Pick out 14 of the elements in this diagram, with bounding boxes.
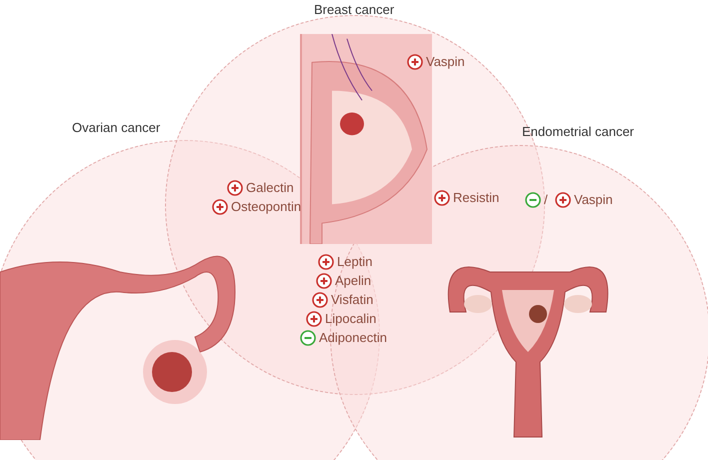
adipokine-label: Visfatin (331, 292, 374, 308)
circle-title: Endometrial cancer (522, 124, 634, 139)
adipokine-label: Leptin (337, 254, 372, 270)
adipokine-label: Osteopontin (231, 199, 302, 215)
adipokine-label: Apelin (335, 273, 372, 289)
adipokine-label: Lipocalin (325, 311, 376, 327)
adipokine-label: Vaspin (426, 54, 465, 70)
adipokine-label: Galectin (246, 180, 294, 196)
adipokine-label: Vaspin (574, 192, 613, 208)
adipokine-label: / (544, 192, 548, 208)
circle-title: Breast cancer (314, 2, 394, 17)
circle-title: Ovarian cancer (72, 120, 160, 135)
adipokine-label: Adiponectin (319, 330, 387, 346)
adipokine-label: Resistin (453, 190, 500, 206)
